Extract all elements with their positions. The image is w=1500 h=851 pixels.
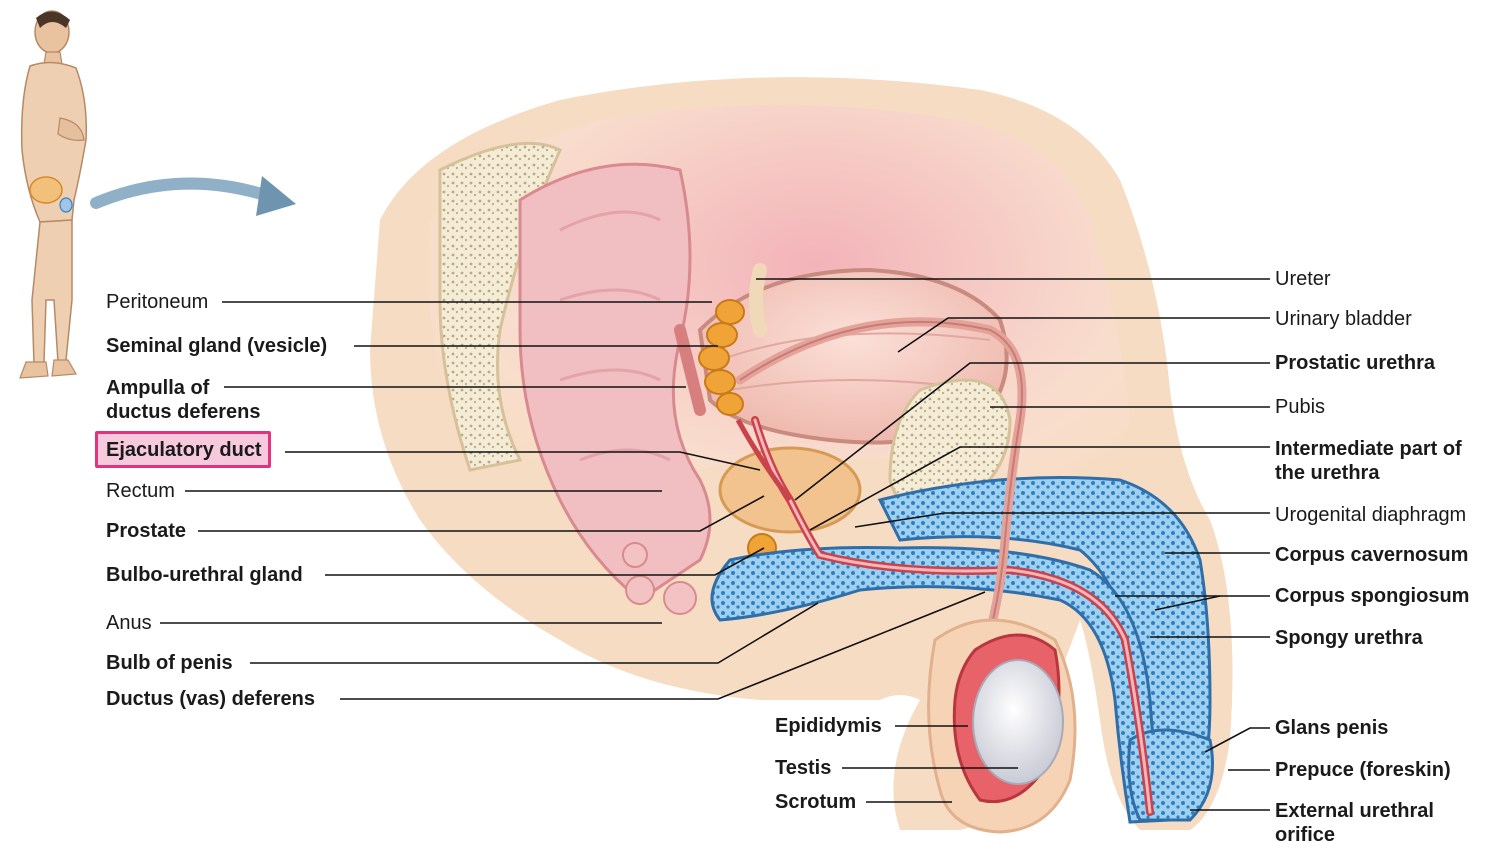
label-ejaculatory-duct: Ejaculatory duct bbox=[95, 431, 271, 468]
label-pubis: Pubis bbox=[1275, 396, 1326, 418]
label-seminal-gland: Seminal gland (vesicle) bbox=[106, 335, 328, 357]
leader-lines-bottom bbox=[842, 725, 1018, 803]
pelvic-cross-section bbox=[370, 77, 1233, 834]
label-ampulla-line2: ductus deferens bbox=[106, 401, 261, 423]
label-intermediate-urethra: Intermediate part of the urethra bbox=[1275, 437, 1462, 485]
label-ampulla-line1: Ampulla of bbox=[106, 377, 210, 399]
label-ureter: Ureter bbox=[1275, 268, 1331, 290]
label-peritoneum: Peritoneum bbox=[106, 291, 209, 313]
label-glans-penis: Glans penis bbox=[1275, 717, 1389, 739]
label-scrotum: Scrotum bbox=[775, 791, 857, 813]
label-prepuce: Prepuce (foreskin) bbox=[1275, 759, 1451, 781]
orientation-arrow-icon bbox=[90, 176, 296, 216]
label-external-orifice-line1: External urethral bbox=[1275, 800, 1434, 822]
label-intermediate-urethra-line1: Intermediate part of bbox=[1275, 438, 1462, 460]
label-external-urethral-orifice: External urethral orifice bbox=[1275, 799, 1434, 847]
label-ductus-deferens: Ductus (vas) deferens bbox=[106, 688, 315, 710]
label-intermediate-urethra-line2: the urethra bbox=[1275, 462, 1380, 484]
label-ampulla: Ampulla of ductus deferens bbox=[106, 376, 260, 424]
human-figure-icon bbox=[19, 10, 88, 379]
label-prostatic-urethra: Prostatic urethra bbox=[1275, 352, 1436, 374]
label-rectum: Rectum bbox=[106, 480, 175, 502]
label-testis: Testis bbox=[775, 757, 832, 779]
label-bulb-of-penis: Bulb of penis bbox=[106, 652, 233, 674]
label-external-orifice-line2: orifice bbox=[1275, 824, 1336, 846]
label-epididymis: Epididymis bbox=[775, 715, 882, 737]
label-corpus-spongiosum: Corpus spongiosum bbox=[1275, 585, 1470, 607]
label-bulbo-urethral-gland: Bulbo-urethral gland bbox=[106, 564, 303, 586]
leader-lines-right bbox=[756, 278, 1270, 811]
label-urogenital-diaphragm: Urogenital diaphragm bbox=[1275, 504, 1467, 526]
leader-lines-left bbox=[160, 301, 986, 700]
label-spongy-urethra: Spongy urethra bbox=[1275, 627, 1423, 649]
label-anus: Anus bbox=[106, 612, 152, 634]
label-prostate: Prostate bbox=[106, 520, 187, 542]
label-urinary-bladder: Urinary bladder bbox=[1275, 308, 1412, 330]
label-corpus-cavernosum: Corpus cavernosum bbox=[1275, 544, 1469, 566]
